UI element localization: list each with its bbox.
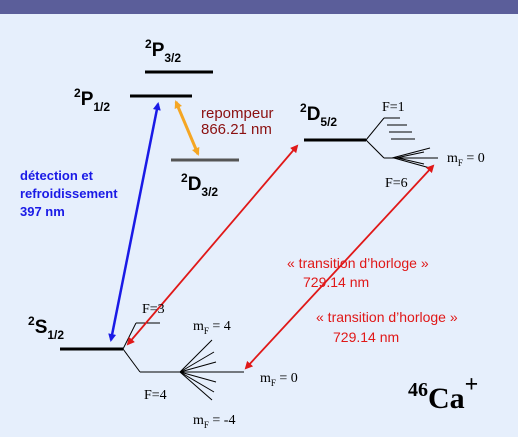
s12-mf-bottom: mF = -4 <box>193 413 235 430</box>
d52-f-lower: F=6 <box>385 176 408 191</box>
isotope-label: 46Ca+ <box>408 372 478 415</box>
repumper-label: repompeur 866.21 nm <box>201 105 278 138</box>
d52-mf-zero: mF = 0 <box>447 151 485 168</box>
s12-mf-top: mF = 4 <box>193 319 231 336</box>
label-p12: 2P1/2 <box>74 86 110 114</box>
label-d52: 2D5/2 <box>300 101 337 129</box>
repumper-arrow <box>174 100 200 156</box>
s12-f-lower: F=4 <box>144 388 167 403</box>
label-p32: 2P3/2 <box>145 37 181 65</box>
d52-hyperfine-structure <box>365 117 438 169</box>
detection-label: détection et refroidissement 397 nm <box>20 168 121 219</box>
clock-arrow-hyperfine <box>244 164 435 370</box>
clock-label-1: « transition d’horloge » 729.14 nm <box>287 255 433 290</box>
label-d32: 2D3/2 <box>181 171 218 199</box>
label-s12: 2S1/2 <box>28 314 64 342</box>
d52-f-upper: F=1 <box>382 100 405 115</box>
clock-label-2: « transition d’horloge » 729.14 nm <box>316 309 462 345</box>
s12-hyperfine-structure <box>122 322 244 401</box>
s12-mf-mid: mF = 0 <box>260 371 298 388</box>
s12-f-upper: F=3 <box>142 302 165 317</box>
top-bar <box>0 0 518 14</box>
